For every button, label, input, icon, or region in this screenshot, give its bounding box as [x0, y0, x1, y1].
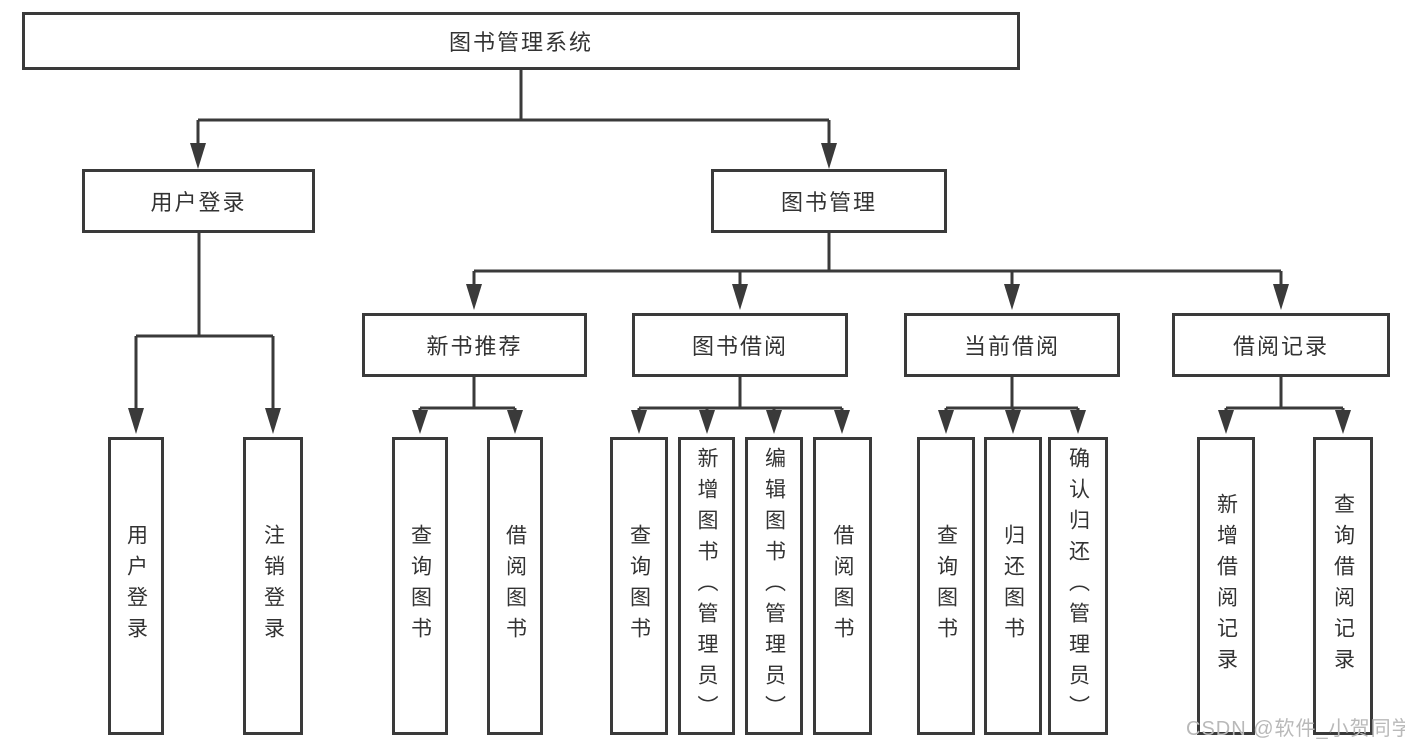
node-label: 图书管理: [780, 190, 877, 215]
node-label: 注销登录: [261, 524, 285, 648]
leaf-return-books: 归还图书: [984, 437, 1042, 735]
leaf-query-books: 查询图书: [917, 437, 975, 735]
leaf-user-login: 用户登录: [108, 437, 164, 735]
node-label: 新书推荐: [426, 334, 523, 359]
node-label: 当前借阅: [963, 334, 1060, 359]
node-label: 查询图书: [408, 524, 432, 648]
node-label: 查询图书: [934, 524, 958, 648]
leaf-query-books: 查询图书: [610, 437, 668, 735]
node-label: 用户登录: [150, 190, 247, 215]
csdn-watermark: CSDN @软件_小贺同学: [1186, 718, 1405, 740]
leaf-add-borrow-record: 新增借阅记录: [1197, 437, 1255, 735]
node-current-borrowing: 当前借阅: [904, 313, 1120, 377]
leaf-borrow-books: 借阅图书: [813, 437, 872, 735]
node-label: 图书管理系统: [448, 30, 593, 55]
node-label: 查询图书: [627, 524, 651, 648]
leaf-edit-books-admin: 编辑图书（管理员）: [745, 437, 803, 735]
node-label: 新增借阅记录: [1214, 493, 1238, 679]
arrowheads: [128, 143, 1351, 434]
node-user-login: 用户登录: [82, 169, 315, 233]
node-library-management-system: 图书管理系统: [22, 12, 1020, 70]
node-label: 新增图书（管理员）: [695, 446, 718, 726]
node-label: 借阅记录: [1232, 334, 1329, 359]
leaf-query-borrow-record: 查询借阅记录: [1313, 437, 1373, 735]
leaf-query-books: 查询图书: [392, 437, 448, 735]
node-label: 借阅图书: [503, 524, 527, 648]
node-label: 查询借阅记录: [1331, 493, 1355, 679]
node-new-book-recommendation: 新书推荐: [362, 313, 587, 377]
leaf-borrow-books: 借阅图书: [487, 437, 543, 735]
node-label: 编辑图书（管理员）: [762, 446, 786, 726]
node-label: 确认归还（管理员）: [1066, 446, 1090, 726]
leaf-confirm-return-admin: 确认归还（管理员）: [1048, 437, 1108, 735]
node-label: 用户登录: [124, 524, 148, 648]
leaf-add-books-admin: 新增图书（管理员）: [678, 437, 735, 735]
node-book-borrowing: 图书借阅: [632, 313, 848, 377]
node-book-management: 图书管理: [711, 169, 947, 233]
node-label: 归还图书: [1001, 524, 1025, 648]
node-label: 借阅图书: [831, 524, 854, 648]
leaf-logout: 注销登录: [243, 437, 303, 735]
node-borrowing-records: 借阅记录: [1172, 313, 1390, 377]
node-label: 图书借阅: [691, 334, 788, 359]
